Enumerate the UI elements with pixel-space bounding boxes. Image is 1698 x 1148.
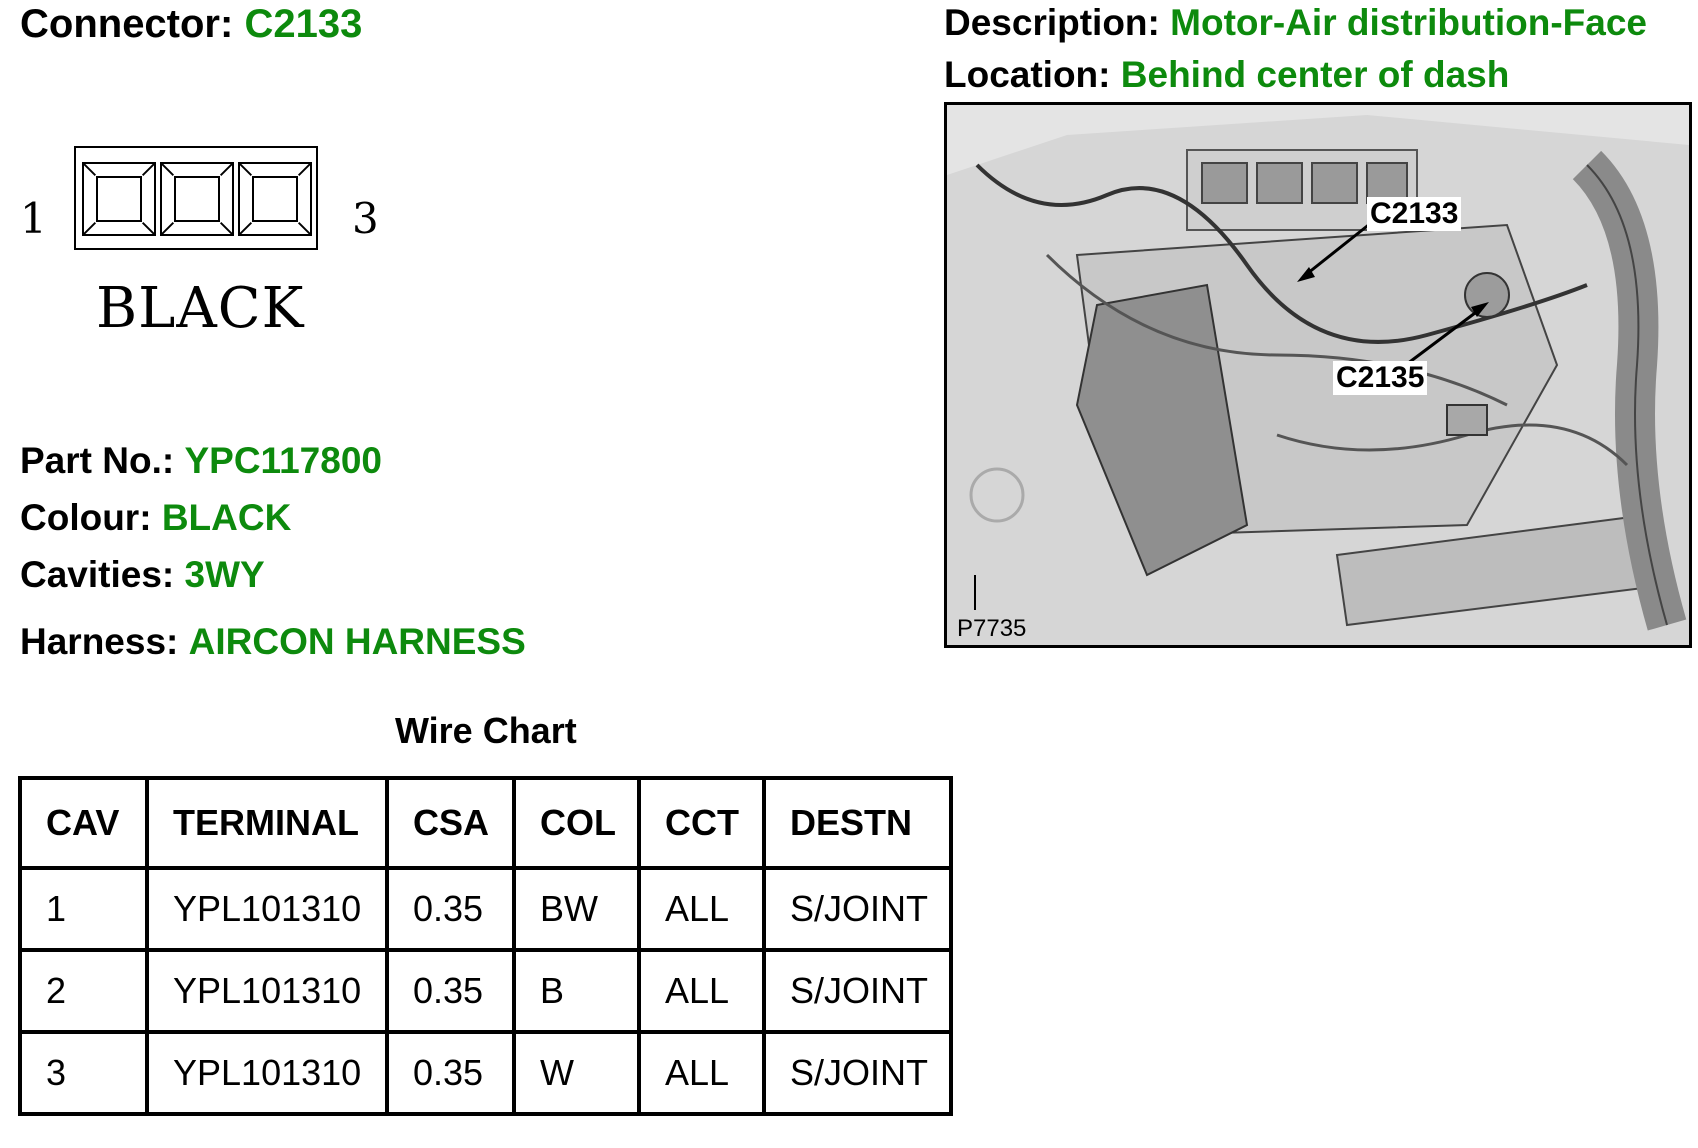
cell-col: BW xyxy=(512,866,641,952)
cell-destn: S/JOINT xyxy=(762,1030,953,1116)
cell-col: W xyxy=(512,1030,641,1116)
location-field: Location: Behind center of dash xyxy=(944,54,1509,96)
cell-destn: S/JOINT xyxy=(762,948,953,1034)
connector-field: Connector: C2133 xyxy=(20,2,362,47)
harness-field: Harness: AIRCON HARNESS xyxy=(20,621,526,663)
location-photo: C2133 C2135 P7735 xyxy=(944,102,1692,648)
col-header-cct: CCT xyxy=(637,776,766,870)
cavity-1 xyxy=(82,162,156,236)
connector-value: C2133 xyxy=(244,2,363,46)
col-header-terminal: TERMINAL xyxy=(145,776,389,870)
cavities-label: Cavities: xyxy=(20,554,175,595)
table-row: 1 YPL101310 0.35 BW ALL S/JOINT xyxy=(18,866,953,952)
cavity-2 xyxy=(160,162,234,236)
cell-col: B xyxy=(512,948,641,1034)
cell-csa: 0.35 xyxy=(385,1030,516,1116)
table-row: 3 YPL101310 0.35 W ALL S/JOINT xyxy=(18,1030,953,1116)
connector-face-diagram: 1 3 BLACK xyxy=(16,140,416,360)
table-header-row: CAV TERMINAL CSA COL CCT DESTN xyxy=(18,776,953,870)
description-value: Motor-Air distribution-Face xyxy=(1170,2,1648,43)
part-no-label: Part No.: xyxy=(20,440,175,481)
cell-cav: 3 xyxy=(18,1030,149,1116)
col-header-csa: CSA xyxy=(385,776,516,870)
connector-housing xyxy=(74,146,318,250)
cell-cav: 2 xyxy=(18,948,149,1034)
pin-number-last: 3 xyxy=(352,194,379,243)
part-no-field: Part No.: YPC117800 xyxy=(20,440,382,482)
colour-field: Colour: BLACK xyxy=(20,497,291,539)
cell-cav: 1 xyxy=(18,866,149,952)
cell-terminal: YPL101310 xyxy=(145,866,389,952)
cavities-value: 3WY xyxy=(184,554,265,595)
callout-c2133: C2133 xyxy=(1367,197,1462,231)
callout-c2135: C2135 xyxy=(1333,361,1428,395)
pin-number-first: 1 xyxy=(20,194,47,243)
cell-cct: ALL xyxy=(637,1030,766,1116)
engine-bay-illustration xyxy=(947,105,1689,645)
cavity-3 xyxy=(238,162,312,236)
cell-cct: ALL xyxy=(637,948,766,1034)
photo-reference-code: P7735 xyxy=(957,615,1027,642)
description-field: Description: Motor-Air distribution-Face xyxy=(944,2,1647,44)
harness-value: AIRCON HARNESS xyxy=(188,621,526,662)
cell-terminal: YPL101310 xyxy=(145,948,389,1034)
harness-label: Harness: xyxy=(20,621,179,662)
cell-terminal: YPL101310 xyxy=(145,1030,389,1116)
col-header-cav: CAV xyxy=(18,776,149,870)
wire-chart-table: CAV TERMINAL CSA COL CCT DESTN 1 YPL1013… xyxy=(18,776,953,1116)
cavities-field: Cavities: 3WY xyxy=(20,554,265,596)
colour-value: BLACK xyxy=(161,497,292,538)
table-row: 2 YPL101310 0.35 B ALL S/JOINT xyxy=(18,948,953,1034)
location-label: Location: xyxy=(944,54,1111,95)
colour-label: Colour: xyxy=(20,497,152,538)
cell-cct: ALL xyxy=(637,866,766,952)
cell-csa: 0.35 xyxy=(385,866,516,952)
wire-chart-title: Wire Chart xyxy=(395,710,577,751)
col-header-col: COL xyxy=(512,776,641,870)
part-no-value: YPC117800 xyxy=(184,440,382,481)
description-label: Description: xyxy=(944,2,1160,43)
col-header-destn: DESTN xyxy=(762,776,953,870)
location-value: Behind center of dash xyxy=(1120,54,1510,95)
cell-destn: S/JOINT xyxy=(762,866,953,952)
connector-colour-caption: BLACK xyxy=(96,276,305,341)
connector-label: Connector: xyxy=(20,2,234,46)
cell-csa: 0.35 xyxy=(385,948,516,1034)
